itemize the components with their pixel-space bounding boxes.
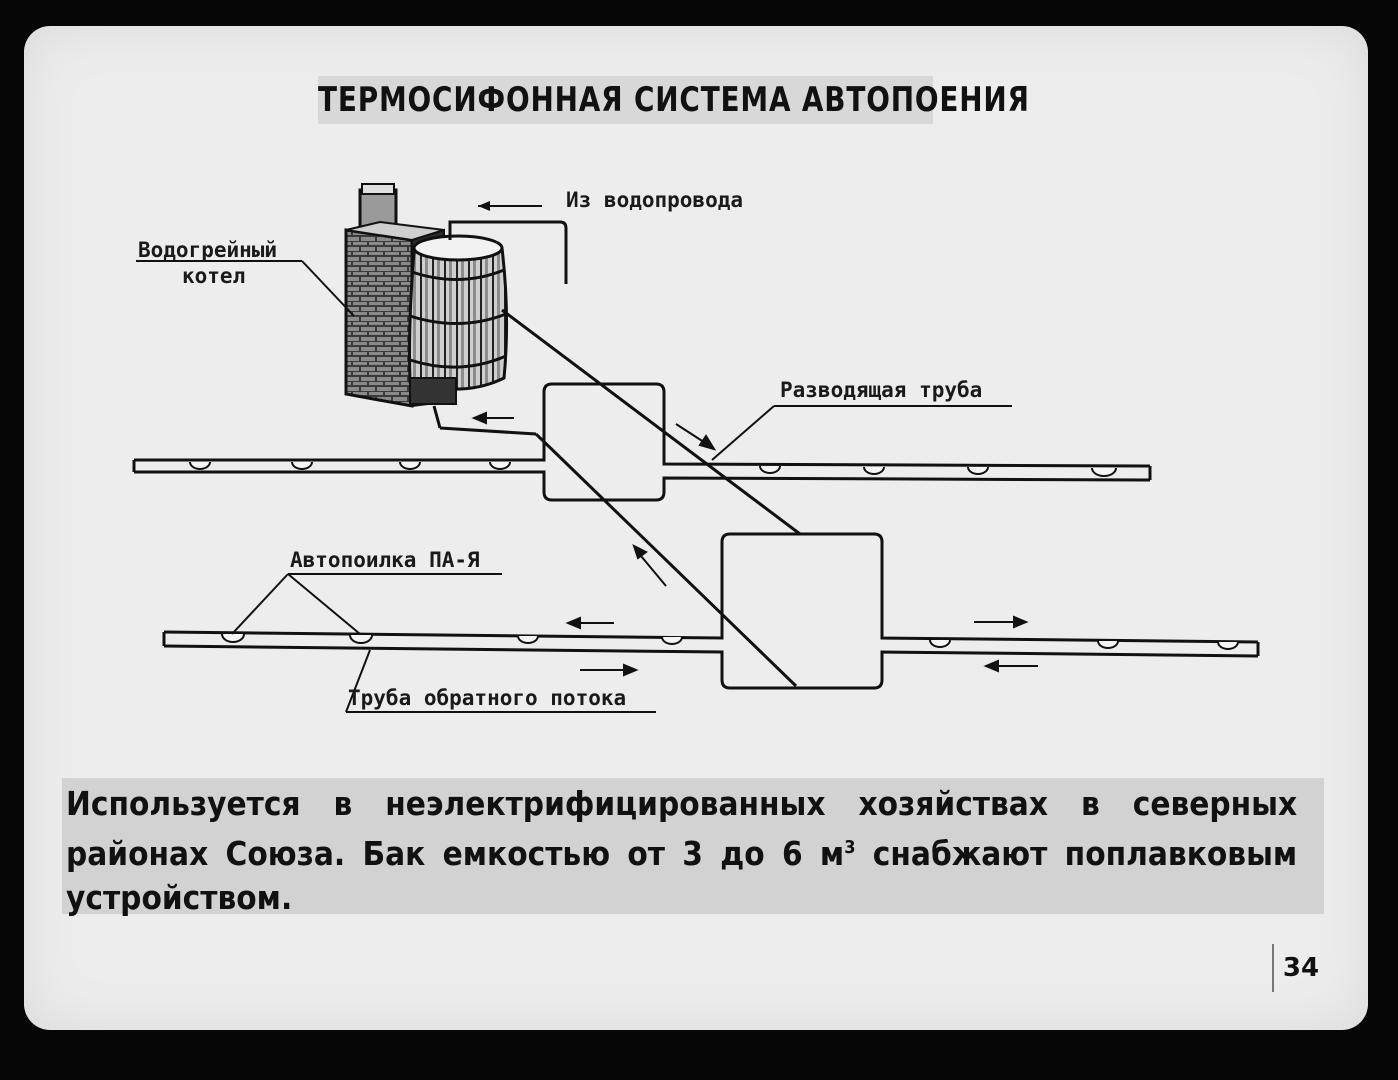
water-tank-barrel <box>408 234 509 405</box>
caption-superscript: 3 <box>844 837 856 858</box>
slide: ТЕРМОСИФОННАЯ СИСТЕМА АВТОПОЕНИЯ Из водо… <box>24 26 1368 1030</box>
label-water-supply: Из водопровода <box>566 188 744 212</box>
flow-arrows <box>471 411 1038 677</box>
upper-pipe <box>132 382 1152 502</box>
inlet-pipe <box>448 201 568 284</box>
lower-drinkers <box>221 633 1239 650</box>
page-number: 34 <box>1272 944 1328 992</box>
label-distribution-pipe: Разводящая труба <box>780 378 983 402</box>
boiler-callout-leader <box>301 260 355 317</box>
label-boiler-line1: Водогрейный <box>138 238 278 262</box>
riser-pipes <box>432 308 801 688</box>
callout-lines <box>231 405 1012 713</box>
caption-part1: Используется в неэлектрифицированных хоз… <box>66 784 1298 873</box>
label-return-pipe: Труба обратного потока <box>348 686 627 710</box>
boiler-front <box>344 228 414 408</box>
caption-text: Используется в неэлектрифицированных хоз… <box>66 782 1297 920</box>
upper-drinkers <box>189 461 1117 477</box>
label-drinker: Автопоилка ПА-Я <box>290 548 480 572</box>
lower-pipe <box>162 532 1260 690</box>
caption-background <box>62 778 1324 914</box>
slide-title: ТЕРМОСИФОННАЯ СИСТЕМА АВТОПОЕНИЯ <box>318 76 1029 124</box>
label-boiler-line2: котел <box>182 264 246 288</box>
thermosiphon-diagram <box>132 183 1260 713</box>
caption-part2: снабжают поплавковым устройством. <box>66 834 1298 917</box>
